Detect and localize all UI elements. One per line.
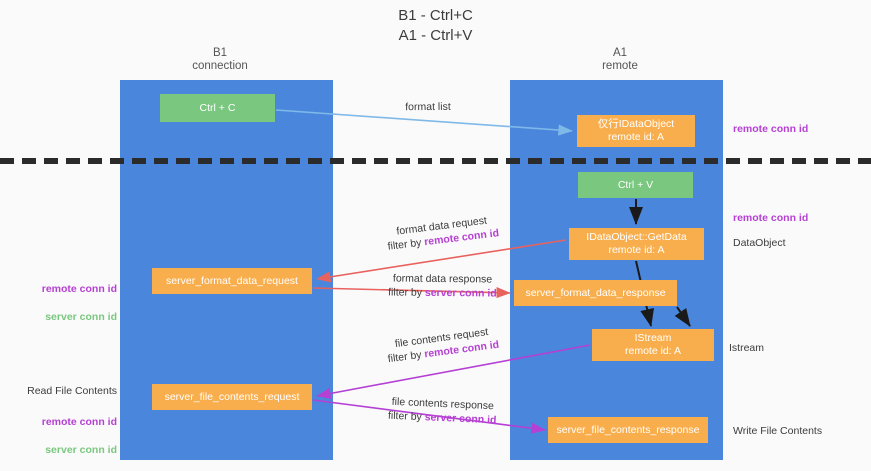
node-server-format-data-request[interactable]: server_format_data_request bbox=[152, 268, 312, 294]
edge-label-format-list-text: format list bbox=[405, 100, 451, 114]
annotation-server-conn-id-1: server conn id bbox=[45, 311, 117, 323]
annotation-remote-conn-id-2: remote conn id bbox=[41, 416, 117, 428]
node-ctrl-c[interactable]: Ctrl + C bbox=[160, 94, 275, 122]
arrow-file-contents-request bbox=[316, 344, 591, 400]
edge-label-format-data-response: format data response filter by server co… bbox=[355, 271, 530, 301]
filter-key-server-conn-id: server conn id bbox=[424, 286, 497, 300]
annotation-remote-conn-id-top: remote conn id bbox=[733, 123, 809, 135]
annotation-conn-ids-format: remote conn id server conn id bbox=[22, 268, 117, 338]
arrow-format-data-response bbox=[312, 287, 511, 299]
node-server-file-contents-response[interactable]: server_file_contents_response bbox=[548, 417, 708, 443]
annotation-remote-conn-id-mid: remote conn id bbox=[733, 212, 809, 224]
node-istream[interactable]: IStream remote id: A bbox=[592, 329, 714, 361]
node-ctrl-v[interactable]: Ctrl + V bbox=[578, 172, 693, 198]
annotation-read-file-contents: Read File Contents bbox=[27, 385, 117, 397]
column-header-a1: A1 remote bbox=[602, 47, 638, 72]
annotation-istream: Istream bbox=[729, 342, 765, 354]
edge-label-format-list: format list bbox=[363, 99, 493, 114]
section-divider bbox=[0, 158, 871, 164]
filter-prefix: filter by bbox=[387, 409, 425, 424]
node-idataobject[interactable]: 仅行IDataObject remote id: A bbox=[577, 115, 695, 147]
arrow-file-contents-response bbox=[312, 399, 546, 434]
arrow-format-list bbox=[275, 109, 573, 136]
arrow-format-data-request bbox=[316, 239, 567, 283]
filter-prefix: filter by bbox=[388, 286, 425, 299]
node-server-file-contents-request[interactable]: server_file_contents_request bbox=[152, 384, 312, 410]
node-idataobject-getdata[interactable]: IDataObject::GetData remote id: A bbox=[569, 228, 704, 260]
annotation-remote-conn-id-1: remote conn id bbox=[41, 283, 117, 295]
arrow-response-to-istream bbox=[674, 306, 691, 327]
node-server-format-data-response[interactable]: server_format_data_response bbox=[514, 280, 677, 306]
column-header-b1: B1 connection bbox=[192, 47, 248, 72]
diagram-title: B1 - Ctrl+C A1 - Ctrl+V bbox=[398, 7, 473, 44]
annotation-data-object: DataObject bbox=[733, 237, 786, 249]
annotation-server-conn-id-2: server conn id bbox=[45, 444, 117, 456]
edge-label-format-data-response-filter: filter by server conn id bbox=[355, 285, 530, 301]
annotation-conn-ids-file: remote conn id server conn id bbox=[22, 401, 117, 471]
annotation-write-file-contents: Write File Contents bbox=[733, 425, 823, 437]
filter-key-server-conn-id: server conn id bbox=[424, 411, 497, 427]
